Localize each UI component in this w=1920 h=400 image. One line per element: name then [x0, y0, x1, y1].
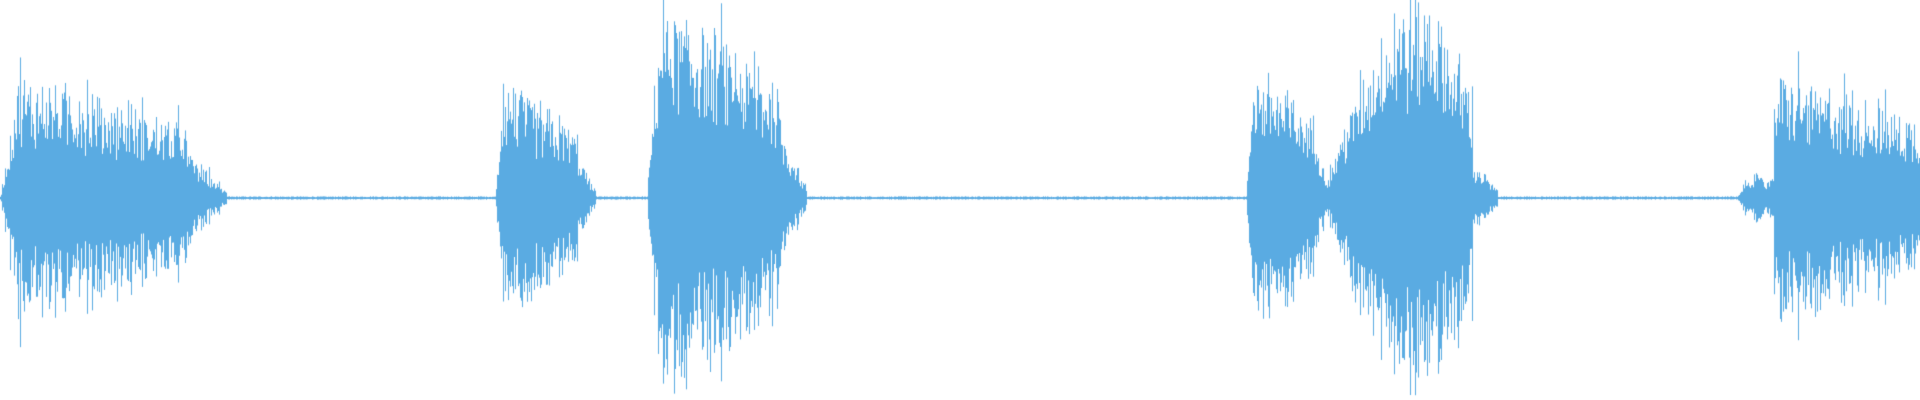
audio-waveform: [0, 0, 1920, 400]
